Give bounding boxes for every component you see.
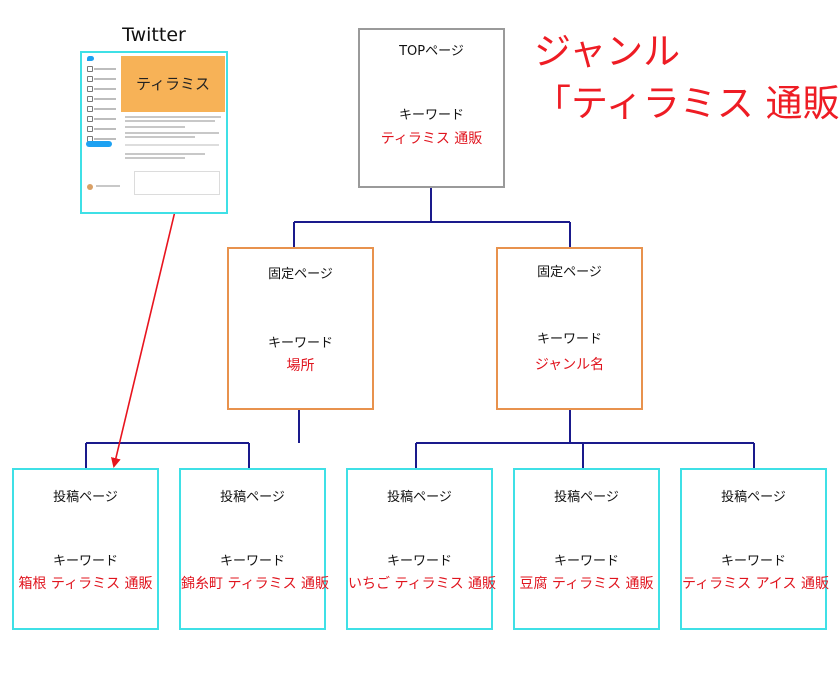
fixed-page-box-1: 固定ページ キーワード 場所	[227, 247, 374, 410]
keyword-label: キーワード	[386, 554, 452, 569]
post-page-box-4: 投稿ページ キーワード 豆腐 ティラミス 通販	[513, 468, 660, 630]
keyword-value: 場所	[286, 358, 315, 374]
keyword-value: ティラミス アイス 通販	[682, 576, 829, 592]
post-page-box-2: 投稿ページ キーワード 錦糸町 ティラミス 通販	[179, 468, 330, 630]
twitter-banner: ティラミス	[121, 56, 225, 112]
connector-fixed2-to-posts	[415, 410, 755, 468]
box-title: 固定ページ	[268, 267, 333, 282]
twitter-tweet-button	[86, 141, 112, 147]
connector-fixed1-to-posts	[85, 410, 300, 468]
box-title: 投稿ページ	[220, 490, 285, 505]
keyword-label: キーワード	[267, 336, 333, 351]
box-title: 投稿ページ	[53, 490, 118, 505]
twitter-avatar	[87, 184, 93, 190]
twitter-embedded-card	[134, 171, 220, 195]
keyword-label: キーワード	[536, 332, 602, 347]
keyword-label: キーワード	[553, 554, 619, 569]
twitter-nav	[87, 65, 121, 145]
genre-label: ジャンル	[534, 30, 681, 73]
keyword-value: ジャンル名	[534, 357, 605, 373]
keyword-label: キーワード	[52, 554, 118, 569]
post-page-box-1: 投稿ページ キーワード 箱根 ティラミス 通販	[12, 468, 159, 630]
box-title: TOPページ	[399, 44, 464, 59]
box-title: 固定ページ	[537, 265, 602, 280]
keyword-value: 豆腐 ティラミス 通販	[519, 576, 654, 592]
box-title: 投稿ページ	[721, 490, 786, 505]
box-title: 投稿ページ	[554, 490, 619, 505]
post-page-box-5: 投稿ページ キーワード ティラミス アイス 通販	[680, 468, 829, 630]
keyword-label: キーワード	[398, 108, 464, 123]
twitter-thumbnail: ティラミス	[80, 51, 228, 214]
keyword-value: ティラミス 通販	[380, 131, 483, 147]
box-title: 投稿ページ	[387, 490, 452, 505]
post-page-box-3: 投稿ページ キーワード いちご ティラミス 通販	[346, 468, 497, 630]
fixed-page-box-2: 固定ページ キーワード ジャンル名	[496, 247, 643, 410]
keyword-label: キーワード	[720, 554, 786, 569]
genre-keyword: 「ティラミス 通販」	[534, 82, 840, 125]
twitter-arrow	[110, 206, 177, 468]
keyword-value: いちご ティラミス 通販	[348, 576, 497, 592]
twitter-bird-icon	[87, 56, 94, 61]
keyword-value: 錦糸町 ティラミス 通販	[181, 576, 330, 592]
top-page-box: TOPページ キーワード ティラミス 通販	[358, 28, 505, 188]
keyword-label: キーワード	[219, 554, 285, 569]
keyword-value: 箱根 ティラミス 通販	[18, 576, 153, 592]
twitter-label: Twitter	[122, 24, 186, 46]
genre-heading: ジャンル 「ティラミス 通販」	[534, 26, 840, 130]
connector-top-to-fixed	[293, 188, 571, 249]
